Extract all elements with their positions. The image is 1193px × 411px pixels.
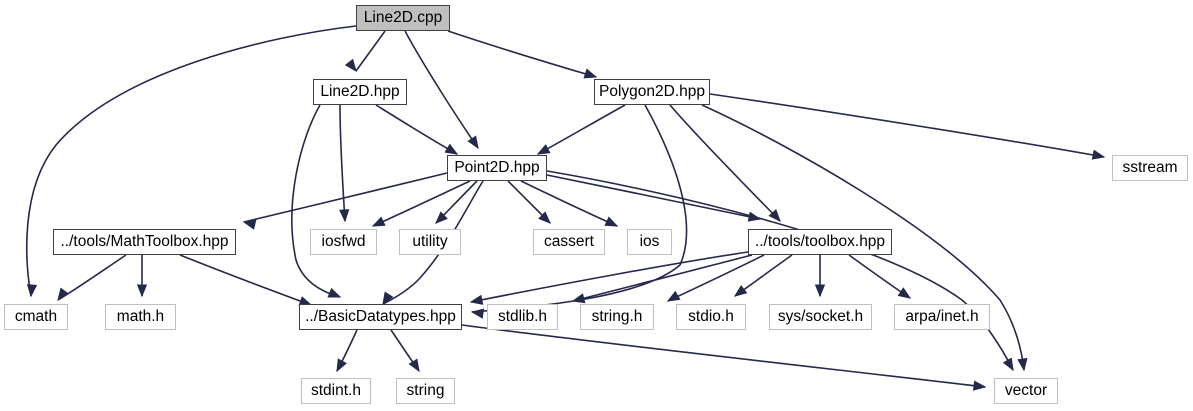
- edge-polygon2d_hpp-to-sstream: [709, 93, 1105, 158]
- arrowhead: [897, 287, 912, 299]
- node-basicdatatypes_hpp[interactable]: ../BasicDatatypes.hpp: [299, 304, 462, 330]
- edge-line2d_cpp-to-polygon2d_hpp: [447, 30, 597, 78]
- arrowhead: [1091, 149, 1106, 160]
- edge-line2d_cpp-to-line2d_hpp: [355, 30, 386, 72]
- node-toolbox_hpp[interactable]: ../tools/toolbox.hpp: [748, 229, 892, 255]
- arrowhead: [242, 219, 257, 230]
- node-label: math.h: [116, 308, 165, 326]
- node-line2d_cpp[interactable]: Line2D.cpp: [356, 5, 450, 31]
- node-label: string: [406, 382, 445, 400]
- node-label: ../BasicDatatypes.hpp: [305, 308, 456, 326]
- edge-paths: [25, 25, 1105, 388]
- node-label: cassert: [544, 233, 594, 251]
- node-iosfwd[interactable]: iosfwd: [310, 229, 377, 255]
- edge-point2d_hpp-to-ios: [520, 180, 618, 227]
- edge-toolbox_hpp-to-stdlib_h: [572, 254, 753, 302]
- node-polygon2d_hpp[interactable]: Polygon2D.hpp: [594, 79, 710, 105]
- arrowhead: [371, 216, 386, 227]
- arrowhead: [467, 135, 479, 150]
- node-line2d_hpp[interactable]: Line2D.hpp: [313, 79, 407, 105]
- node-label: sys/socket.h: [777, 308, 864, 326]
- arrowhead: [136, 284, 148, 298]
- arrowhead: [1017, 357, 1028, 372]
- node-label: stdint.h: [311, 382, 361, 400]
- node-stdio_h[interactable]: stdio.h: [676, 304, 746, 330]
- node-label: stdio.h: [688, 308, 734, 326]
- node-label: cmath: [14, 308, 58, 326]
- edge-line2d_cpp-to-cmath: [25, 25, 357, 297]
- arrowhead: [536, 144, 551, 155]
- edge-polygon2d_hpp-to-point2d_hpp: [537, 104, 626, 155]
- node-stdint_h[interactable]: stdint.h: [301, 378, 371, 404]
- edge-toolbox_hpp-to-basicdatatypes_hpp: [470, 251, 749, 303]
- node-label: ../tools/MathToolbox.hpp: [60, 233, 229, 251]
- arrowhead: [435, 211, 448, 224]
- arrowhead: [733, 284, 748, 297]
- arrowhead: [408, 358, 420, 373]
- arrowhead: [57, 287, 69, 302]
- edge-arrowheads: [26, 58, 1106, 391]
- edge-polygon2d_hpp-to-vector: [701, 104, 1025, 371]
- node-label: Polygon2D.hpp: [599, 83, 705, 101]
- node-vector[interactable]: vector: [994, 378, 1058, 404]
- edge-point2d_hpp-to-mathtoolbox_hpp: [243, 172, 448, 223]
- arrowhead: [339, 209, 350, 223]
- node-arpa_inet_h[interactable]: arpa/inet.h: [894, 304, 990, 330]
- arrowhead: [470, 308, 485, 319]
- node-string_h[interactable]: string.h: [580, 304, 654, 330]
- edge-point2d_hpp-to-basicdatatypes_hpp: [382, 180, 484, 305]
- node-string[interactable]: string: [396, 378, 455, 404]
- arrowhead: [1002, 357, 1014, 372]
- node-label: stdlib.h: [497, 308, 548, 326]
- arrowhead: [666, 290, 681, 302]
- edge-point2d_hpp-to-toolbox_hpp: [546, 174, 761, 220]
- arrowhead: [327, 287, 342, 298]
- node-cmath[interactable]: cmath: [4, 304, 68, 330]
- arrowhead: [768, 209, 781, 223]
- arrowhead: [814, 284, 826, 298]
- edge-line2d_hpp-to-iosfwd: [339, 104, 346, 222]
- node-point2d_hpp[interactable]: Point2D.hpp: [447, 155, 547, 181]
- arrowhead: [26, 284, 38, 298]
- arrowhead: [538, 211, 551, 224]
- arrowhead: [604, 216, 619, 227]
- node-label: string.h: [591, 308, 643, 326]
- edge-polygon2d_hpp-to-toolbox_hpp: [669, 104, 781, 222]
- arrowhead: [469, 294, 484, 305]
- node-sstream[interactable]: sstream: [1112, 155, 1188, 181]
- node-label: iosfwd: [321, 233, 366, 251]
- edge-line2d_hpp-to-point2d_hpp: [375, 104, 458, 155]
- node-ios[interactable]: ios: [627, 229, 672, 255]
- edge-basicdatatypes_hpp-to-vector: [461, 324, 986, 388]
- node-stdlib_h[interactable]: stdlib.h: [487, 304, 558, 330]
- node-label: ../tools/toolbox.hpp: [754, 233, 886, 251]
- edge-point2d_hpp-to-vector: [546, 170, 1014, 371]
- arrowhead: [583, 68, 598, 79]
- node-label: Line2D.cpp: [363, 9, 443, 27]
- node-label: arpa/inet.h: [905, 308, 979, 326]
- node-label: utility: [412, 233, 448, 251]
- node-label: Point2D.hpp: [454, 159, 540, 177]
- edge-line2d_cpp-to-point2d_hpp: [404, 30, 479, 149]
- arrowhead: [336, 358, 347, 373]
- edge-mathtoolbox_hpp-to-basicdatatypes_hpp: [179, 254, 312, 306]
- arrowhead: [972, 380, 987, 391]
- arrowhead: [444, 143, 459, 155]
- arrowhead: [382, 291, 394, 306]
- node-sys_socket_h[interactable]: sys/socket.h: [769, 304, 872, 330]
- node-label: vector: [1004, 382, 1048, 400]
- arrowhead: [571, 293, 586, 304]
- edge-line2d_hpp-to-basicdatatypes_hpp: [291, 104, 341, 298]
- arrowhead: [747, 211, 762, 222]
- node-label: Line2D.hpp: [320, 83, 400, 101]
- node-math_h[interactable]: math.h: [105, 304, 176, 330]
- node-cassert[interactable]: cassert: [533, 229, 605, 255]
- arrowhead: [344, 58, 357, 73]
- node-label: sstream: [1122, 159, 1178, 177]
- node-label: ios: [639, 233, 660, 251]
- node-mathtoolbox_hpp[interactable]: ../tools/MathToolbox.hpp: [53, 229, 236, 255]
- node-utility[interactable]: utility: [399, 229, 461, 255]
